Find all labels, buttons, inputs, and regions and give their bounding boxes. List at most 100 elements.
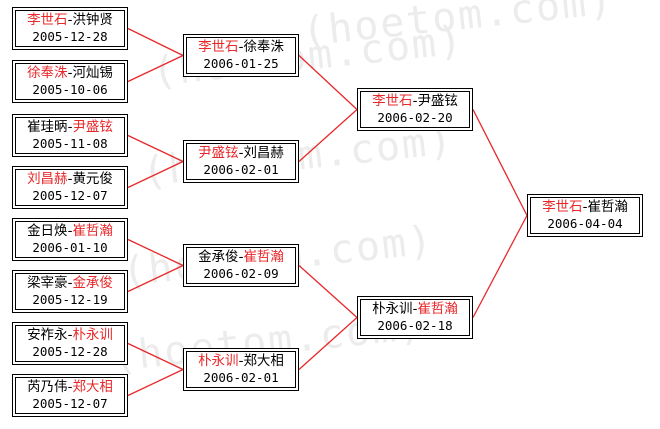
match-players: 金日焕-崔哲瀚	[27, 223, 113, 240]
player-2-name: 徐奉洙	[243, 39, 284, 55]
player-1-name: 朴永训	[198, 353, 239, 369]
match-players: 朴永训-崔哲瀚	[372, 301, 458, 318]
match-date: 2006-02-09	[203, 266, 279, 281]
match-players: 朴永训-郑大相	[198, 353, 284, 370]
match-date: 2006-02-20	[377, 110, 453, 125]
name-separator: -	[67, 275, 73, 291]
player-2-name: 金承俊	[72, 275, 113, 291]
match-date: 2005-12-07	[32, 396, 108, 411]
match-players: 李世石-徐奉洙	[198, 39, 284, 56]
player-1-name: 李世石	[372, 93, 413, 109]
player-1-name: 李世石	[198, 39, 239, 55]
name-separator: -	[67, 65, 73, 81]
connector-line	[127, 368, 184, 397]
match-date: 2005-12-28	[32, 29, 108, 44]
match-date: 2005-12-28	[32, 344, 108, 359]
player-1-name: 李世石	[542, 199, 583, 215]
player-1-name: 安祚永	[27, 327, 68, 343]
name-separator: -	[67, 379, 73, 395]
match-players: 刘昌赫-黄元俊	[27, 171, 113, 188]
match-date: 2006-04-04	[547, 216, 623, 231]
player-1-name: 徐奉洙	[27, 65, 68, 81]
match-players: 尹盛铉-刘昌赫	[198, 145, 284, 162]
match-date: 2006-02-01	[203, 370, 279, 385]
player-1-name: 梁宰豪	[27, 275, 68, 291]
match-players: 梁宰豪-金承俊	[27, 275, 113, 292]
connector-line	[472, 109, 528, 216]
player-1-name: 刘昌赫	[27, 171, 68, 187]
player-1-name: 尹盛铉	[198, 145, 239, 161]
name-separator: -	[67, 119, 73, 135]
match-date: 2006-02-18	[377, 318, 453, 333]
player-1-name: 朴永训	[372, 301, 413, 317]
name-separator: -	[582, 199, 588, 215]
match-players: 李世石-洪钟贤	[27, 12, 113, 29]
name-separator: -	[412, 301, 418, 317]
match-players: 李世石-尹盛铉	[372, 93, 458, 110]
name-separator: -	[67, 12, 73, 28]
match-date: 2005-11-08	[32, 136, 108, 151]
match-date: 2005-12-07	[32, 188, 108, 203]
name-separator: -	[238, 39, 244, 55]
connector-line	[127, 160, 184, 189]
match-date: 2006-02-01	[203, 162, 279, 177]
connector-line	[127, 238, 184, 267]
player-2-name: 刘昌赫	[243, 145, 284, 161]
player-2-name: 郑大相	[72, 379, 113, 395]
match-players: 徐奉洙-河灿锡	[27, 65, 113, 82]
name-separator: -	[238, 145, 244, 161]
connector-line	[472, 215, 528, 318]
player-2-name: 洪钟贤	[72, 12, 113, 28]
player-2-name: 崔哲瀚	[72, 223, 113, 239]
player-2-name: 郑大相	[243, 353, 284, 369]
player-1-name: 崔珪昞	[27, 119, 68, 135]
connector-line	[127, 264, 184, 293]
connector-line	[298, 55, 358, 110]
connector-line	[298, 109, 358, 162]
connector-line	[298, 265, 358, 318]
match-date: 2005-12-19	[32, 292, 108, 307]
name-separator: -	[238, 353, 244, 369]
match-players: 金承俊-崔哲瀚	[198, 249, 284, 266]
player-1-name: 金日焕	[27, 223, 68, 239]
name-separator: -	[238, 249, 244, 265]
connector-line	[127, 27, 184, 57]
player-2-name: 崔哲瀚	[417, 301, 458, 317]
player-2-name: 尹盛铉	[72, 119, 113, 135]
player-2-name: 崔哲瀚	[243, 249, 284, 265]
connector-line	[298, 317, 358, 370]
name-separator: -	[412, 93, 418, 109]
player-1-name: 芮乃伟	[27, 379, 68, 395]
match-players: 芮乃伟-郑大相	[27, 379, 113, 396]
player-2-name: 崔哲瀚	[587, 199, 628, 215]
player-2-name: 尹盛铉	[417, 93, 458, 109]
name-separator: -	[67, 223, 73, 239]
player-1-name: 金承俊	[198, 249, 239, 265]
match-players: 崔珪昞-尹盛铉	[27, 119, 113, 136]
player-2-name: 朴永训	[72, 327, 113, 343]
connector-line	[127, 134, 184, 163]
